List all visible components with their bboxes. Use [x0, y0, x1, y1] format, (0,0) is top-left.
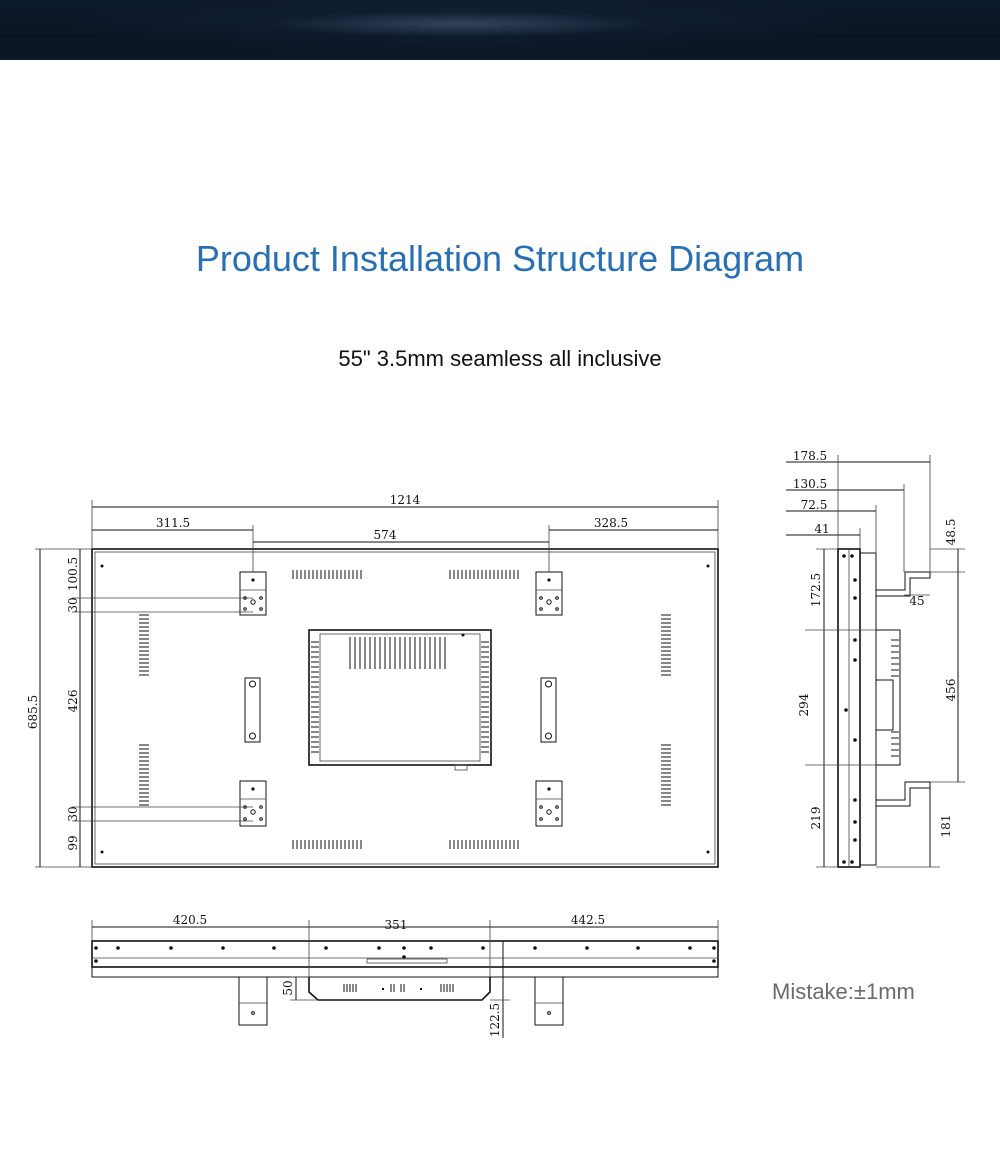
front-view: 1214 311.5 574 328.5 685.5 100.5 30 426 — [26, 493, 719, 868]
wall-hook — [876, 571, 931, 597]
dim-bottom-right: 442.5 — [571, 913, 605, 927]
mount-bracket — [535, 780, 563, 827]
side-control-box — [875, 629, 901, 766]
side-top-dimensions: 178.5 130.5 72.5 41 45 — [786, 449, 931, 608]
bottom-view: 420.5 351 442.5 50 122.5 — [91, 913, 719, 1038]
front-vertical-dimensions: 685.5 100.5 30 426 30 99 — [26, 548, 253, 868]
front-panel-inner — [94, 551, 716, 865]
dim-side-d1: 178.5 — [793, 449, 827, 463]
page-subtitle: 55" 3.5mm seamless all inclusive — [338, 346, 662, 371]
dim-side-d10: 219 — [809, 807, 823, 830]
control-box — [308, 629, 492, 771]
dim-side-d2: 130.5 — [793, 477, 827, 491]
page-title: Product Installation Structure Diagram — [195, 238, 805, 279]
dim-bracket-bottom: 30 — [66, 806, 80, 821]
side-handle — [244, 677, 261, 743]
dim-side-d7: 45 — [909, 594, 924, 608]
vent-slots — [139, 570, 671, 849]
dim-left-offset: 311.5 — [156, 516, 190, 530]
side-handle — [540, 677, 557, 743]
bottom-dimensions: 420.5 351 442.5 50 122.5 — [91, 913, 719, 1038]
dim-bracket-spacing: 574 — [374, 528, 397, 542]
dim-side-d3: 72.5 — [801, 498, 828, 512]
mount-bracket — [239, 571, 267, 616]
dim-side-d4: 41 — [814, 522, 829, 536]
dim-bottom-left: 420.5 — [173, 913, 207, 927]
dim-vertical-spacing: 426 — [66, 690, 80, 713]
dim-right-offset: 328.5 — [594, 516, 628, 530]
mount-bracket — [535, 571, 563, 616]
bottom-bracket — [238, 976, 268, 1026]
dim-top-offset: 100.5 — [66, 557, 80, 591]
side-right-dimensions: 48.5 456 181 — [876, 519, 965, 868]
dim-side-d9: 456 — [944, 679, 958, 702]
dim-side-d8: 294 — [797, 693, 811, 716]
front-horizontal-dimensions: 1214 311.5 574 328.5 — [91, 493, 719, 572]
dim-bottom-middle: 351 — [385, 918, 408, 932]
dim-total-height: 685.5 — [26, 695, 40, 729]
mount-bracket — [239, 780, 267, 827]
dim-bottom-offset: 99 — [66, 835, 80, 850]
starfield-banner — [0, 0, 1000, 60]
dim-bottom-box-height: 50 — [281, 980, 295, 995]
dim-bracket-top: 30 — [66, 597, 80, 612]
front-panel-outline — [91, 548, 719, 868]
side-left-dimensions: 172.5 294 219 — [797, 548, 876, 868]
dim-total-width: 1214 — [390, 493, 421, 507]
dim-side-d5: 48.5 — [944, 519, 958, 546]
bottom-bracket — [534, 976, 564, 1026]
bottom-control-box — [308, 977, 491, 1001]
side-view: 178.5 130.5 72.5 41 45 48.5 456 181 — [786, 449, 965, 868]
tolerance-note: Mistake:±1mm — [772, 979, 915, 1004]
wall-hook — [876, 781, 931, 807]
dim-side-d6: 172.5 — [809, 573, 823, 607]
dim-bottom-depth: 122.5 — [488, 1003, 502, 1037]
dim-side-d11: 181 — [939, 815, 953, 838]
